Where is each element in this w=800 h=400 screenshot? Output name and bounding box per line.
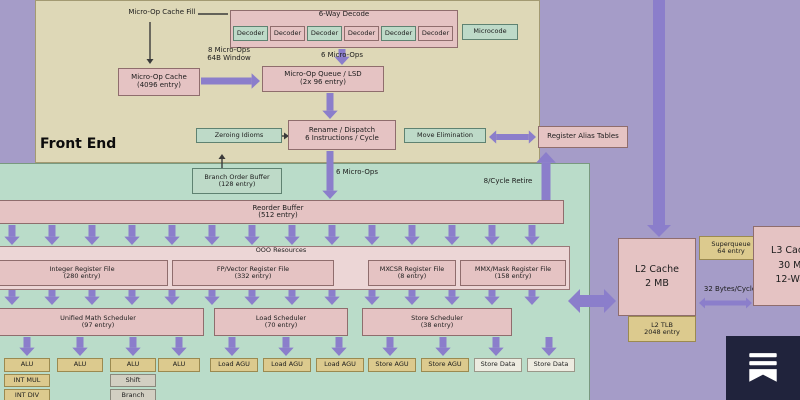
retire-rate-label: 8/Cycle Retire [483, 177, 533, 185]
l2-l3-bandwidth-label: 32 Bytes/Cycle [703, 285, 757, 293]
decoder-box: Decoder [307, 26, 342, 41]
branch-order-buffer-box: Branch Order Buffer (128 entry) [192, 168, 282, 194]
int-mul-box: INT MUL [4, 374, 50, 387]
microcode-box: Microcode [462, 24, 518, 40]
reorder-buffer-box: Reorder Buffer (512 entry) [0, 200, 564, 224]
ooo-resources-title: OOO Resources [255, 246, 307, 254]
store-data-box: Store Data [527, 358, 575, 372]
int-div-box: INT DIV [4, 389, 50, 400]
l2-cache-box: L2 Cache 2 MB [618, 238, 696, 316]
branch-box: Branch [110, 389, 156, 400]
store-data-box: Store Data [474, 358, 522, 372]
decoder-box: Decoder [344, 26, 379, 41]
micro-op-queue-box: Micro-Op Queue / LSD (2x 96 entry) [262, 66, 384, 92]
mxcsr-register-file-box: MXCSR Register File (8 entry) [368, 260, 456, 286]
publisher-logo-badge [726, 336, 800, 400]
move-elimination-box: Move Elimination [404, 128, 486, 143]
six-micro-ops-bottom-label: 6 Micro-Ops [336, 168, 378, 176]
fp-vector-register-file-box: FP/Vector Register File (332 entry) [172, 260, 334, 286]
l3-cache-box: L3 Cache 30 MB 12-Way [753, 226, 800, 306]
six-micro-ops-top-label: 6 Micro-Ops [321, 51, 363, 59]
eight-micro-ops-label: 8 Micro-Ops 64B Window [207, 46, 251, 63]
decode-block: 6-Way Decode [230, 10, 458, 48]
decoder-box: Decoder [381, 26, 416, 41]
register-alias-tables-box: Register Alias Tables [538, 126, 628, 148]
zeroing-idioms-box: Zeroing Idioms [196, 128, 282, 143]
store-agu-box: Store AGU [421, 358, 469, 372]
shift-box: Shift [110, 374, 156, 387]
load-scheduler-box: Load Scheduler (70 entry) [214, 308, 348, 336]
alu-box: ALU [110, 358, 156, 372]
store-agu-box: Store AGU [368, 358, 416, 372]
decoder-box: Decoder [418, 26, 453, 41]
store-scheduler-box: Store Scheduler (38 entry) [362, 308, 512, 336]
micro-op-cache-fill-label: Micro-Op Cache Fill [128, 8, 196, 16]
load-agu-box: Load AGU [210, 358, 258, 372]
l2-tlb-box: L2 TLB 2048 entry [628, 316, 696, 342]
unified-math-scheduler-box: Unified Math Scheduler (97 entry) [0, 308, 204, 336]
alu-box: ALU [4, 358, 50, 372]
load-agu-box: Load AGU [316, 358, 364, 372]
substack-flag-icon [749, 353, 777, 382]
decoder-box: Decoder [270, 26, 305, 41]
superqueue-box: Superqueue 64 entry [699, 236, 763, 260]
micro-op-cache-box: Micro-Op Cache (4096 entry) [118, 68, 200, 96]
rename-dispatch-box: Rename / Dispatch 6 Instructions / Cycle [288, 120, 396, 150]
decode-title: 6-Way Decode [318, 10, 370, 18]
decoder-box: Decoder [233, 26, 268, 41]
mmx-mask-register-file-box: MMX/Mask Register File (158 entry) [460, 260, 566, 286]
integer-register-file-box: Integer Register File (280 entry) [0, 260, 168, 286]
load-agu-box: Load AGU [263, 358, 311, 372]
alu-box: ALU [57, 358, 103, 372]
alu-box: ALU [158, 358, 200, 372]
front-end-label: Front End [40, 136, 117, 152]
